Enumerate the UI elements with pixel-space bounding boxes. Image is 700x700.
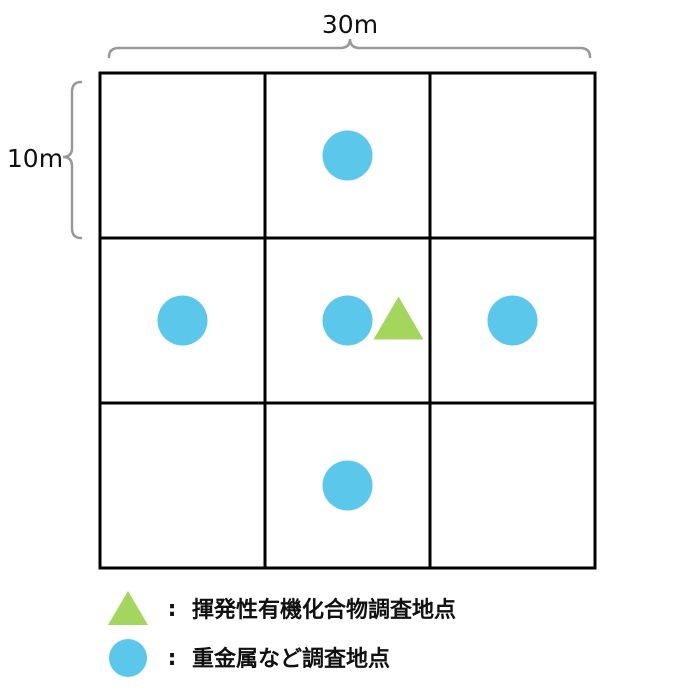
- grid-outer-border: [98, 71, 597, 570]
- heavy-metal-point-marker: [157, 295, 208, 346]
- legend-triangle-label: 揮発性有機化合物調査地点: [192, 597, 456, 623]
- width-dimension-bracket: [107, 38, 592, 59]
- cell-dimension-bracket: [62, 80, 83, 240]
- grid: [98, 71, 597, 570]
- heavy-metal-point-marker: [322, 460, 373, 511]
- voc-sampling-points: [373, 296, 424, 340]
- heavy-metal-point-marker: [322, 295, 373, 346]
- cell-dimension-label: 10m: [7, 144, 63, 173]
- legend-triangle-icon: [108, 591, 148, 625]
- legend: : 揮発性有機化合物調査地点 : 重金属など調査地点: [108, 591, 456, 677]
- width-dimension-label: 30m: [322, 10, 378, 39]
- legend-circle-icon: [109, 639, 147, 677]
- heavy-metal-point-marker: [487, 295, 538, 346]
- heavy-metal-sampling-points: [157, 130, 538, 511]
- legend-circle-colon: :: [168, 646, 177, 671]
- heavy-metal-point-marker: [322, 130, 373, 181]
- legend-triangle-colon: :: [168, 597, 177, 622]
- legend-circle-label: 重金属など調査地点: [192, 646, 390, 672]
- voc-point-marker: [373, 296, 424, 340]
